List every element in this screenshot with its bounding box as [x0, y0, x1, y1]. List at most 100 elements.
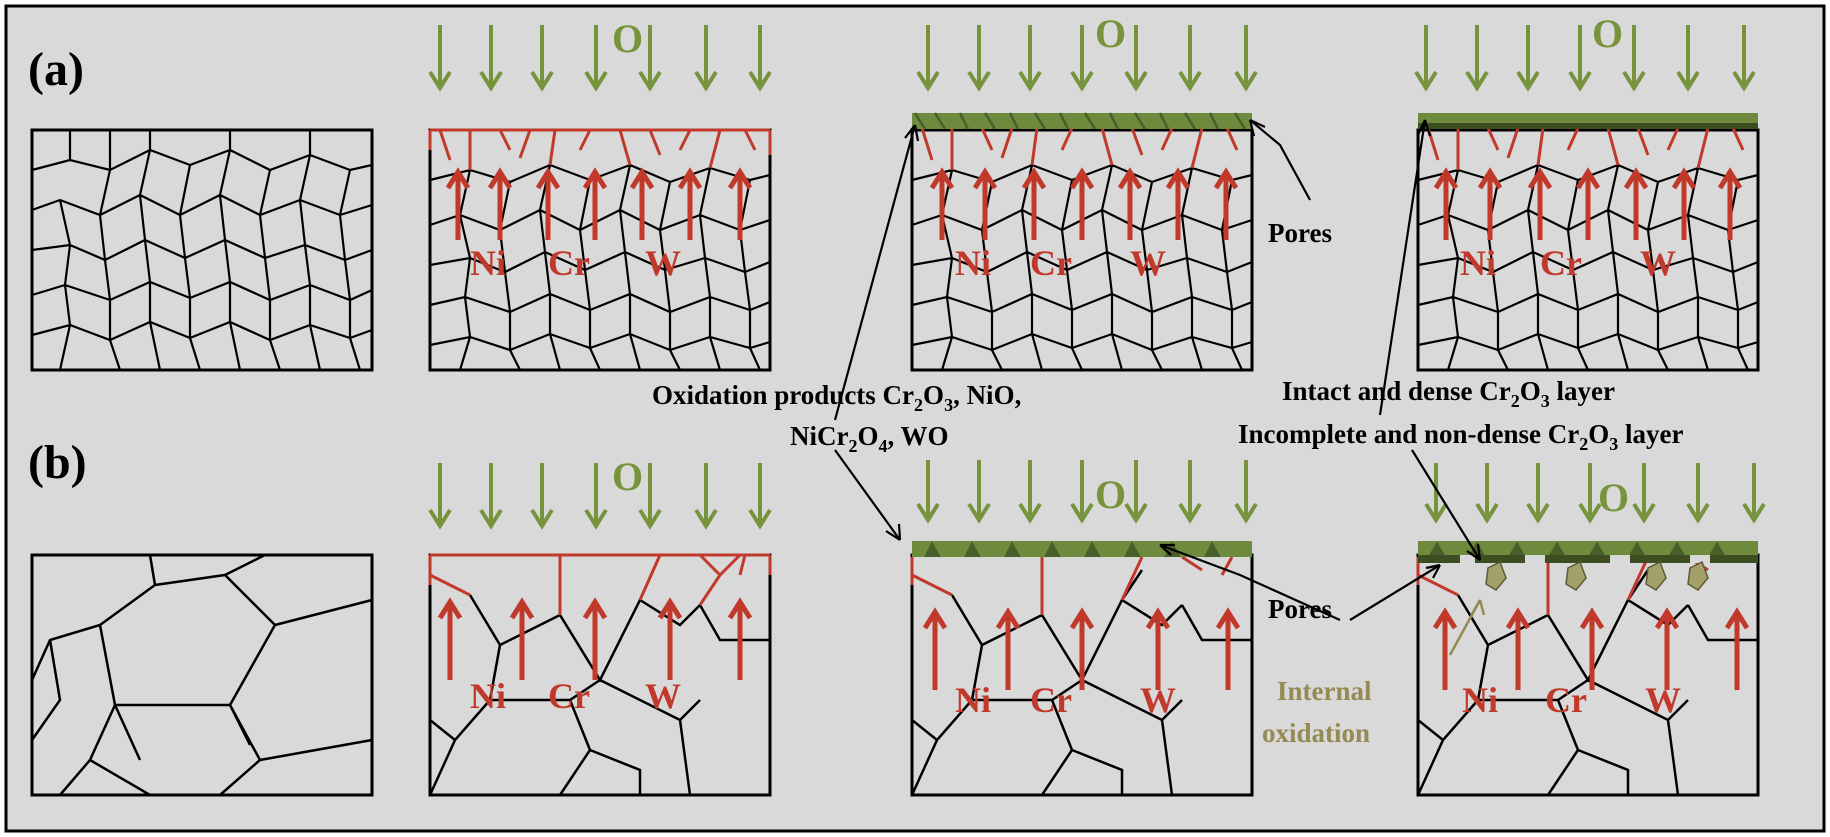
oxygen-arrow	[479, 25, 503, 92]
diffusion-arrow	[727, 167, 753, 240]
oxygen-arrow	[638, 463, 662, 530]
element-label-cr: Cr	[548, 676, 590, 716]
oxygen-arrow	[1526, 463, 1550, 524]
oxygen-arrow	[1234, 460, 1258, 524]
oxygen-arrow	[530, 463, 554, 530]
oxygen-arrow	[1178, 460, 1202, 524]
diffusion-arrow	[1575, 167, 1601, 240]
oxygen-arrow	[1124, 460, 1148, 524]
oxygen-arrow	[1732, 25, 1756, 92]
oxygen-arrow	[967, 460, 991, 524]
oxidation-products-label-2: NiCr2O4, WO	[790, 421, 949, 456]
oxygen-label: O	[612, 454, 643, 499]
element-label-cr: Cr	[1540, 243, 1582, 283]
panel-label-a: (a)	[28, 43, 84, 96]
panel-b-stage-1	[30, 553, 374, 797]
diffusion-arrow	[995, 607, 1021, 690]
element-label-ni: Ni	[955, 680, 991, 720]
diffusion-arrow	[582, 167, 608, 240]
oxygen-arrow	[1070, 460, 1094, 524]
diffusion-arrow	[1654, 607, 1680, 690]
oxygen-arrow	[479, 463, 503, 530]
oxygen-arrow	[1124, 25, 1148, 92]
pores-label: Pores	[1268, 594, 1332, 624]
panel-a-stage-2	[428, 128, 772, 372]
diffusion-arrow	[677, 167, 703, 240]
diffusion-arrow	[1433, 167, 1459, 240]
diffusion-arrow	[509, 597, 535, 680]
diffusion-arrow	[1021, 167, 1047, 240]
panel-a-stage-1	[30, 128, 374, 372]
oxygen-arrow	[1578, 463, 1602, 524]
diffusion-arrow	[727, 597, 753, 680]
oxygen-arrow	[916, 25, 940, 92]
diffusion-arrow	[1213, 167, 1239, 240]
oxygen-arrow	[530, 25, 554, 92]
oxygen-arrow	[1632, 463, 1656, 524]
element-label-cr: Cr	[1030, 680, 1072, 720]
oxygen-arrow	[1475, 463, 1499, 524]
diffusion-arrow	[1717, 167, 1743, 240]
internal-oxide-particle	[1687, 560, 1709, 591]
element-label-w: W	[1140, 680, 1176, 720]
diffusion-arrow	[972, 167, 998, 240]
panel-a-stage-4	[1416, 113, 1760, 372]
internal-oxide-particle	[1645, 560, 1667, 591]
element-label-cr: Cr	[1545, 680, 1587, 720]
element-label-ni: Ni	[470, 243, 506, 283]
oxygen-arrow	[1424, 463, 1448, 524]
oxygen-arrow	[638, 25, 662, 92]
oxygen-arrow	[1686, 463, 1710, 524]
oxygen-arrow	[694, 463, 718, 530]
internal-oxidation-label: Internal	[1277, 676, 1372, 706]
oxygen-arrow	[428, 25, 452, 92]
diffusion-arrow	[1165, 167, 1191, 240]
element-diffusion-arrows	[437, 167, 1750, 690]
panel-b-stage-2	[428, 553, 772, 797]
oxygen-label: O	[1598, 475, 1629, 520]
diffusion-arrow	[1117, 167, 1143, 240]
diffusion-arrow	[1579, 607, 1605, 690]
element-labels: Ni Cr W Ni Cr W Ni Cr W Ni Cr W Ni Cr W …	[470, 243, 1681, 720]
oxygen-arrow	[1742, 463, 1766, 524]
incomplete-layer-label: Incomplete and non-dense Cr2O3 layer	[1238, 419, 1684, 454]
panel-a-stage-3	[910, 112, 1254, 372]
diffusion-arrow	[535, 167, 561, 240]
element-label-cr: Cr	[548, 243, 590, 283]
oxygen-arrow	[1676, 25, 1700, 92]
oxygen-arrow	[1018, 460, 1042, 524]
diffusion-arrow	[582, 597, 608, 680]
oxygen-arrow	[1070, 25, 1094, 92]
element-label-ni: Ni	[470, 676, 506, 716]
intact-layer-label: Intact and dense Cr2O3 layer	[1282, 376, 1615, 411]
oxygen-label: O	[1592, 11, 1623, 56]
oxygen-arrow	[694, 25, 718, 92]
element-label-ni: Ni	[1460, 243, 1496, 283]
oxygen-arrow	[1018, 25, 1042, 92]
oxygen-arrow	[967, 25, 991, 92]
oxygen-arrow	[584, 463, 608, 530]
oxygen-label: O	[1095, 11, 1126, 56]
diffusion-arrow	[1623, 167, 1649, 240]
panel-label-b: (b)	[28, 436, 87, 489]
diffusion-arrow	[1145, 607, 1171, 690]
element-label-w: W	[645, 676, 681, 716]
oxygen-arrow	[1622, 25, 1646, 92]
oxygen-arrow	[1414, 25, 1438, 92]
diffusion-arrow	[922, 607, 948, 690]
oxygen-label: O	[1095, 472, 1126, 517]
oxide-layer-porous-b	[912, 541, 1252, 557]
oxygen-arrow	[428, 463, 452, 530]
element-label-ni: Ni	[955, 243, 991, 283]
diffusion-arrow	[1069, 607, 1095, 690]
oxygen-arrow	[1516, 25, 1540, 92]
element-label-w: W	[1130, 243, 1166, 283]
oxygen-arrow	[1234, 25, 1258, 92]
oxygen-arrow	[916, 460, 940, 524]
oxygen-arrow	[1568, 25, 1592, 92]
diffusion-arrow	[487, 167, 513, 240]
diffusion-arrow	[1432, 607, 1458, 690]
diffusion-arrow	[437, 597, 463, 680]
diffusion-arrow	[445, 167, 471, 240]
